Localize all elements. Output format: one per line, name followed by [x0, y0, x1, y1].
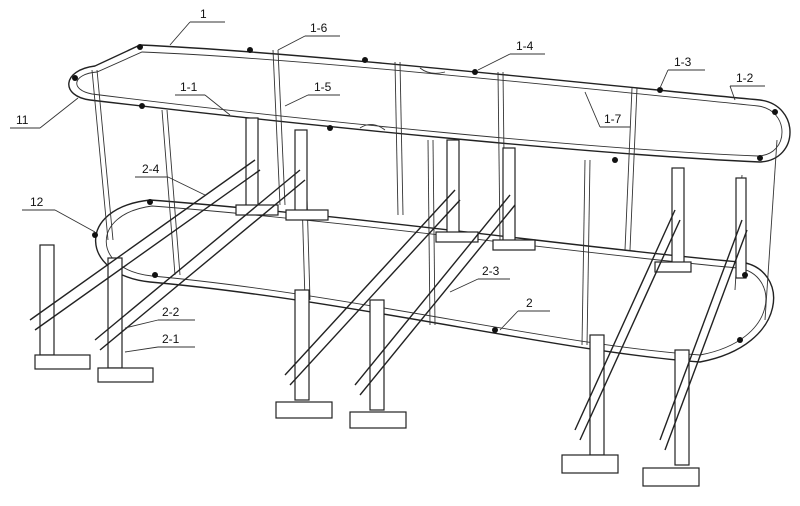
label-2-3: 2-3 [482, 264, 500, 278]
label-1-1: 1-1 [180, 80, 198, 94]
label-1: 1 [200, 7, 207, 21]
track-nodes [72, 44, 778, 343]
label-1-3: 1-3 [674, 55, 692, 69]
label-11: 11 [16, 113, 29, 127]
label-2-1: 2-1 [162, 332, 180, 346]
label-1-6: 1-6 [310, 21, 328, 35]
label-1-5: 1-5 [314, 80, 332, 94]
label-1-4: 1-4 [516, 39, 534, 53]
floor-stands [29, 117, 748, 487]
label-1-7: 1-7 [604, 112, 622, 126]
label-12: 12 [30, 195, 44, 209]
label-2-4: 2-4 [142, 162, 160, 176]
label-2: 2 [526, 296, 533, 310]
label-1-2: 1-2 [736, 71, 754, 85]
reference-labels: 1 1-6 1-4 1-3 1-2 11 1-1 1-5 1-7 2-4 12 … [16, 7, 754, 346]
label-2-2: 2-2 [162, 305, 180, 319]
leader-lines [10, 21, 765, 353]
